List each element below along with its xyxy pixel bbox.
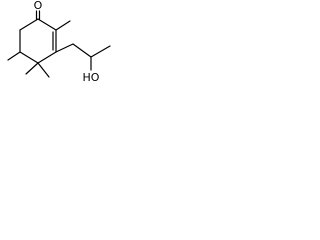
bond-methyl-c2 — [55, 20, 71, 31]
bond-c6-c1 — [19, 18, 39, 31]
molecular-structure: O HO — [7, 0, 111, 84]
bond-chain-2 — [72, 43, 92, 58]
hydroxyl-label: HO — [83, 71, 100, 84]
bond-c4-c5 — [19, 51, 39, 64]
bond-c1-c2 — [37, 18, 57, 31]
carbonyl-oxygen-label: O — [34, 0, 43, 12]
bond-c3-c4 — [37, 51, 57, 64]
bond-chain-1 — [55, 43, 74, 53]
bond-methyl-c4-b — [37, 62, 50, 78]
bond-chain-3 — [90, 45, 111, 58]
bond-methyl-c5 — [7, 51, 21, 61]
bond-methyl-c4-a — [25, 62, 39, 75]
